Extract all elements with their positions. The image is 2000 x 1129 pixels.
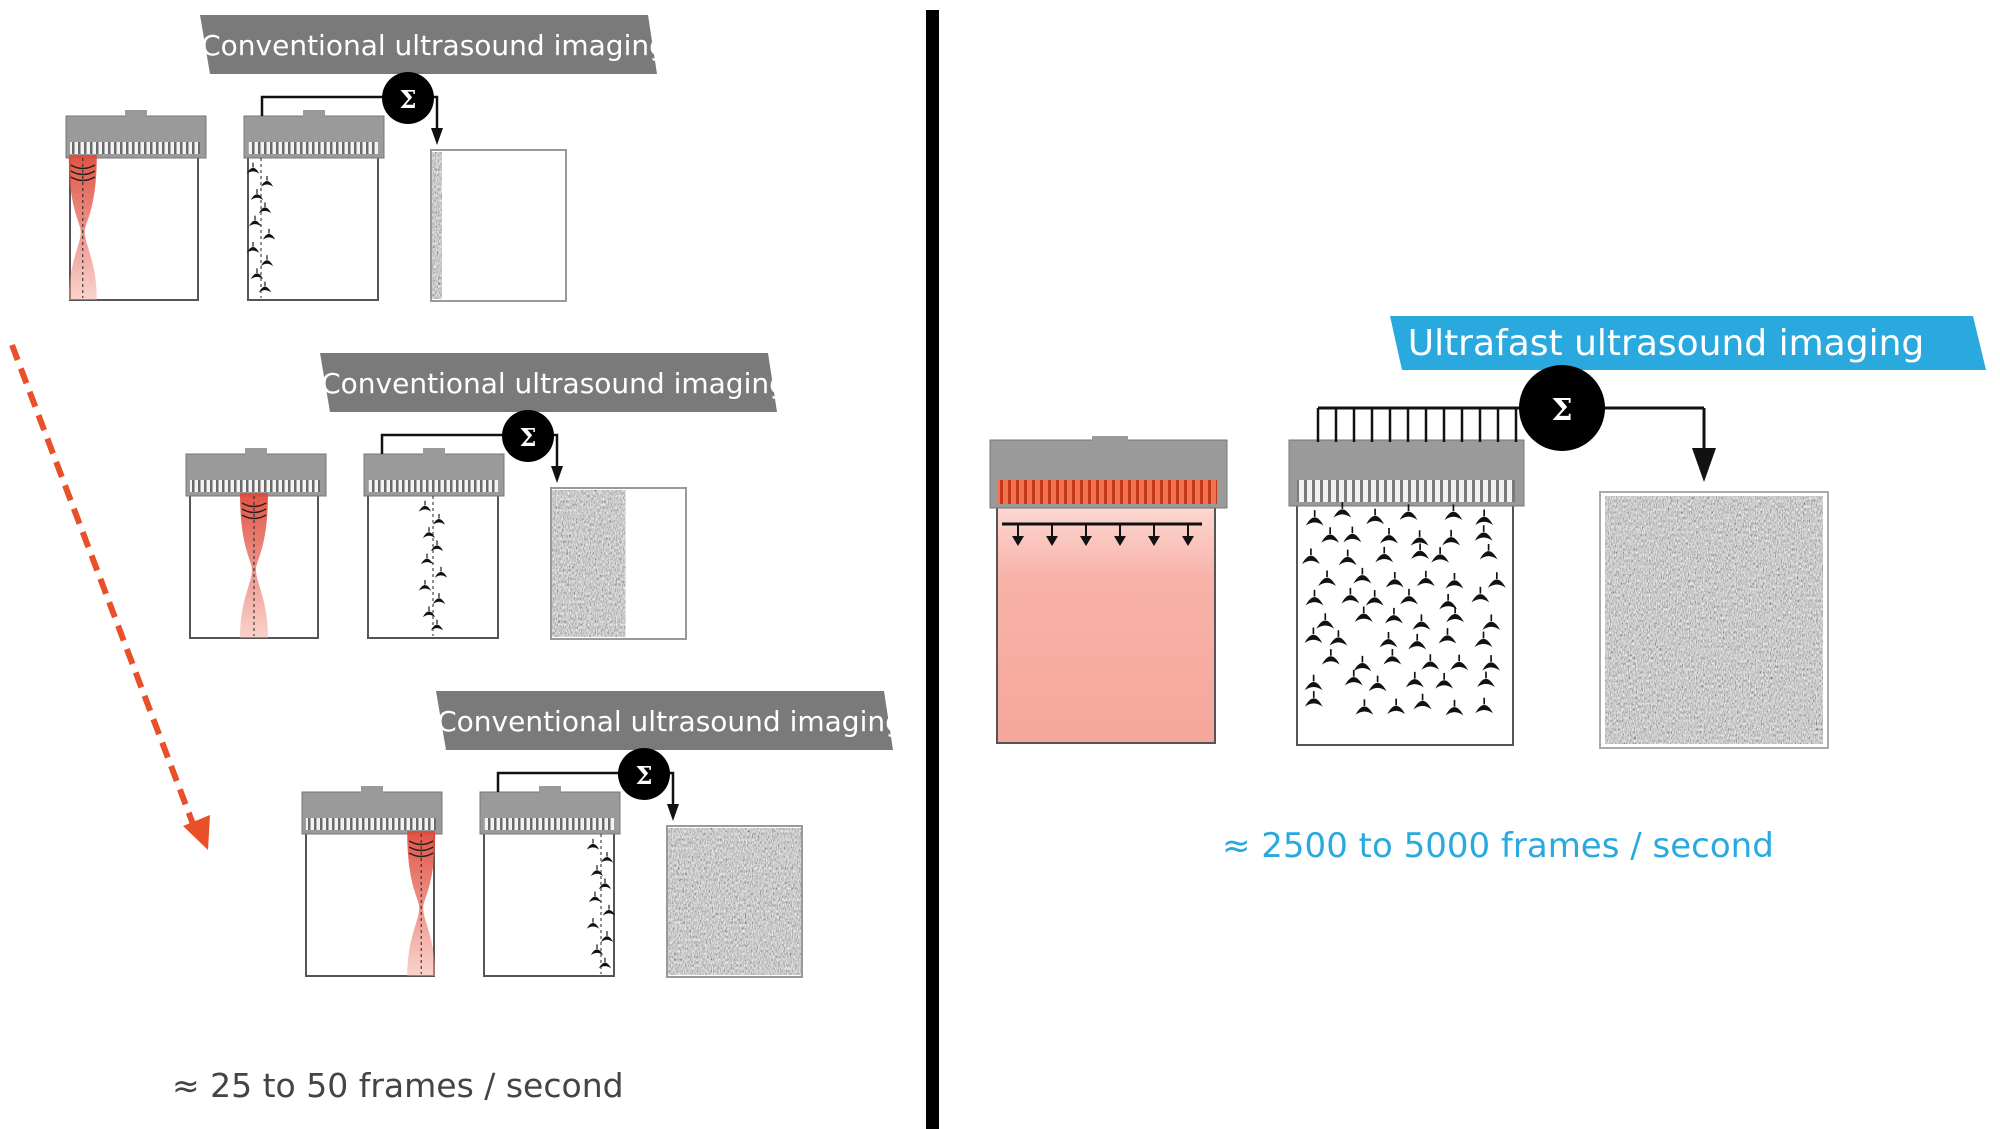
arrow-down-icon xyxy=(1046,536,1058,546)
step-3-banner: Conventional ultrasound imaging xyxy=(436,691,903,750)
sigma-sum-icon: Σ xyxy=(1519,365,1716,482)
step-1-receive-probe xyxy=(243,110,385,301)
arrow-down-icon xyxy=(1012,536,1024,546)
step-3-output-image xyxy=(666,825,803,978)
step-1-transmit-probe xyxy=(65,110,207,301)
step-3-sigma-sum-icon: Σ xyxy=(496,748,679,821)
ultrafast-receive xyxy=(1288,406,1525,746)
step-2-sigma-label: Σ xyxy=(520,423,537,452)
step-2-receive-probe xyxy=(363,448,505,639)
step-1-focused-beam xyxy=(68,155,97,300)
step-3-receive-probe xyxy=(479,786,621,977)
arrow-down-icon xyxy=(1148,536,1160,546)
step-2-banner-label: Conventional ultrasound imaging xyxy=(321,367,787,400)
step-1-output-image xyxy=(430,149,567,302)
ultrafast-image xyxy=(1599,491,1829,749)
step-2-transmit-probe xyxy=(185,448,327,639)
channel-bus xyxy=(1316,406,1520,442)
arrow-down-icon xyxy=(1080,536,1092,546)
step-1-sigma-sum-icon: Σ xyxy=(260,72,443,145)
plane-wave-arrows xyxy=(1012,524,1194,546)
arrow-down-icon xyxy=(1114,536,1126,546)
step-2-sigma-sum-icon: Σ xyxy=(380,410,563,483)
plane-wave-transmit xyxy=(989,436,1228,744)
step-1-banner-label: Conventional ultrasound imaging xyxy=(201,29,667,62)
step-2-focused-beam xyxy=(240,493,268,638)
step-3-sigma-label: Σ xyxy=(636,761,653,790)
step-2-output-image xyxy=(550,487,687,640)
step-3-focused-beam xyxy=(407,831,436,976)
step-3-transmit-probe xyxy=(301,786,443,977)
step-3-banner-label: Conventional ultrasound imaging xyxy=(437,705,903,738)
ultrafast-banner-label: Ultrafast ultrasound imaging xyxy=(1408,323,1925,364)
step-1-banner: Conventional ultrasound imaging xyxy=(200,15,667,74)
sigma-label: Σ xyxy=(1551,393,1572,428)
step-1-sigma-label: Σ xyxy=(400,85,417,114)
conventional-frame-rate: ≈ 25 to 50 frames / second xyxy=(172,1066,624,1105)
panel-divider xyxy=(926,10,939,1129)
progression-arrow xyxy=(9,343,210,850)
ultrafast-banner: Ultrafast ultrasound imaging xyxy=(1390,316,1986,370)
conventional-panel: Conventional ultrasound imagingΣConventi… xyxy=(65,15,903,978)
arrow-down-icon xyxy=(1182,536,1194,546)
ultrafast-frame-rate: ≈ 2500 to 5000 frames / second xyxy=(1222,826,1774,866)
step-2-banner: Conventional ultrasound imaging xyxy=(320,353,787,412)
ultrafast-panel: Ultrafast ultrasound imaging Σ xyxy=(989,316,1986,749)
